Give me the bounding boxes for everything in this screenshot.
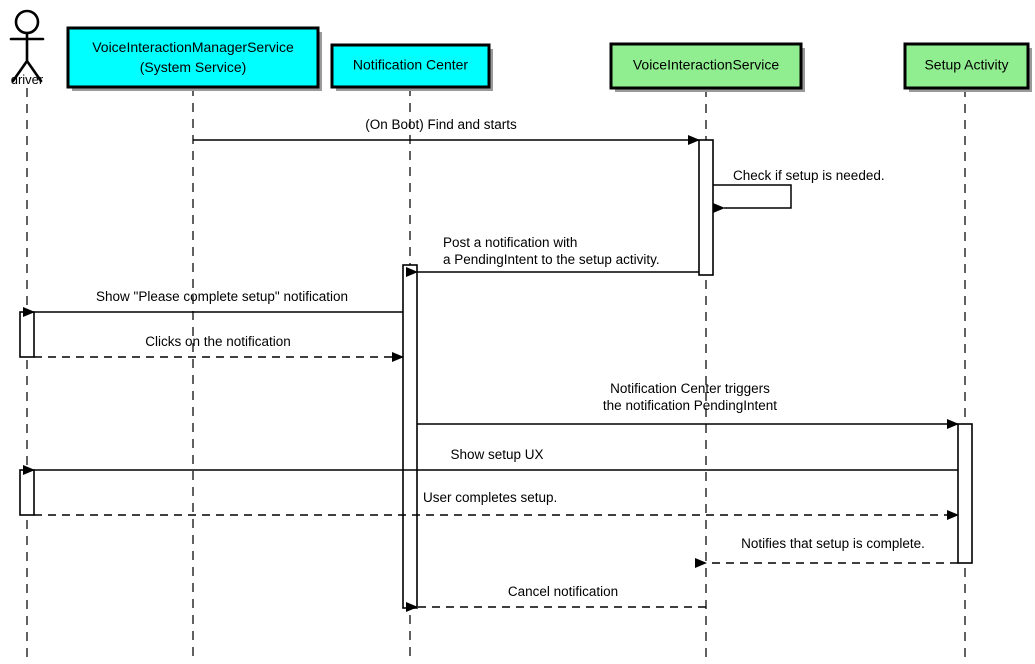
participant-vims[interactable]: VoiceInteractionManagerService (System Se…: [66, 26, 322, 91]
message-label-m1: (On Boot) Find and starts: [365, 117, 517, 132]
activation-bar-driver: [19, 311, 35, 358]
message-m2: Check if setup is needed.: [713, 168, 885, 213]
message-label-m7: Show setup UX: [450, 447, 543, 462]
message-m4: Show "Please complete setup" notificatio…: [23, 289, 403, 317]
participant-label-notification-center: Notification Center: [353, 57, 469, 73]
message-m8: User completes setup.: [34, 490, 959, 520]
message-label-m8: User completes setup.: [423, 490, 557, 505]
message-m10: Cancel notification: [406, 584, 706, 612]
message-label-m10: Cancel notification: [508, 584, 618, 599]
participant-label-vis: VoiceInteractionService: [633, 57, 780, 73]
message-m9: Notifies that setup is complete.: [695, 536, 958, 568]
message-label-m5: Clicks on the notification: [145, 334, 291, 349]
message-label-m9: Notifies that setup is complete.: [741, 536, 925, 551]
message-m7: Show setup UX: [23, 447, 958, 475]
message-m5: Clicks on the notification: [34, 334, 404, 362]
participant-notification-center[interactable]: Notification Center: [330, 43, 493, 91]
participant-setup-activity[interactable]: Setup Activity: [903, 42, 1032, 92]
activation-bar-vis: [698, 139, 714, 276]
participant-vis[interactable]: VoiceInteractionService: [609, 42, 805, 92]
message-m1: (On Boot) Find and starts: [193, 117, 700, 145]
participant-sublabel-vims: (System Service): [140, 59, 247, 75]
message-label-m2: Check if setup is needed.: [733, 168, 885, 183]
participant-box-setup-activity[interactable]: [903, 42, 1030, 90]
participant-label-vims: VoiceInteractionManagerService: [92, 39, 294, 55]
actor-head-icon: [14, 9, 40, 35]
participants-layer: driver VoiceInteractionManagerService (Sys…: [9, 9, 1032, 92]
activations-layer: [19, 139, 973, 609]
participant-label-setup-activity: Setup Activity: [924, 57, 1008, 73]
message-label-m4: Show "Please complete setup" notificatio…: [96, 289, 348, 304]
participant-label-driver: driver: [11, 72, 44, 87]
activation-bar-driver: [19, 469, 35, 516]
message-line-m2: [713, 184, 792, 213]
participant-box-vims[interactable]: [66, 26, 320, 89]
participant-driver[interactable]: driver: [9, 9, 45, 87]
actor-body-icon: [9, 31, 45, 83]
activation-bar-setup-activity: [957, 423, 973, 564]
participant-box-notification-center[interactable]: [330, 43, 491, 89]
participant-box-vis[interactable]: [609, 42, 803, 90]
activation-bar-notification-center: [402, 264, 418, 609]
